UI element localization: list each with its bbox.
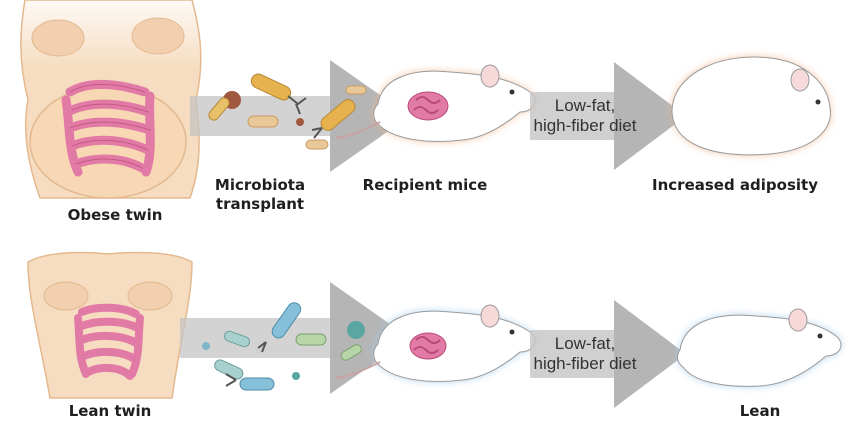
- obese-recipient-mouse: [335, 64, 536, 142]
- lean-twin-label: Lean twin: [68, 402, 152, 420]
- microbiota-transplant-line-1: Microbiota: [214, 176, 306, 194]
- top-diet-line-2: high-fiber diet: [533, 116, 637, 135]
- obese-twin-intestine-icon: [61, 79, 155, 177]
- recipient-mice-label: Recipient mice: [362, 176, 488, 194]
- top-diet-label: Low-fat, high-fiber diet: [520, 96, 650, 136]
- lean-outcome-label: Lean: [739, 402, 781, 420]
- top-diet-arrow: [530, 62, 686, 170]
- lean-twin-intestine-icon: [74, 303, 144, 380]
- obese-twin-torso: [20, 0, 202, 199]
- bottom-diet-arrow: [530, 300, 686, 408]
- lean-outcome-mouse: [676, 308, 842, 387]
- bottom-diet-line-1: Low-fat,: [554, 334, 616, 353]
- obese-twin-label: Obese twin: [67, 206, 163, 224]
- lean-recipient-mouse: [335, 304, 536, 382]
- bottom-diet-label: Low-fat, high-fiber diet: [520, 334, 650, 374]
- increased-adiposity-label: Increased adiposity: [652, 176, 818, 194]
- microbiota-transplant-line-2: transplant: [215, 195, 305, 213]
- obese-outcome-mouse: [671, 56, 831, 156]
- lean-microbiota-bacteria-icons: [202, 302, 365, 391]
- top-diet-line-1: Low-fat,: [554, 96, 616, 115]
- microbiota-transplant-label: Microbiota transplant: [200, 176, 320, 214]
- bottom-diet-line-2: high-fiber diet: [533, 354, 637, 373]
- obese-microbiota-bacteria-icons: [208, 73, 367, 150]
